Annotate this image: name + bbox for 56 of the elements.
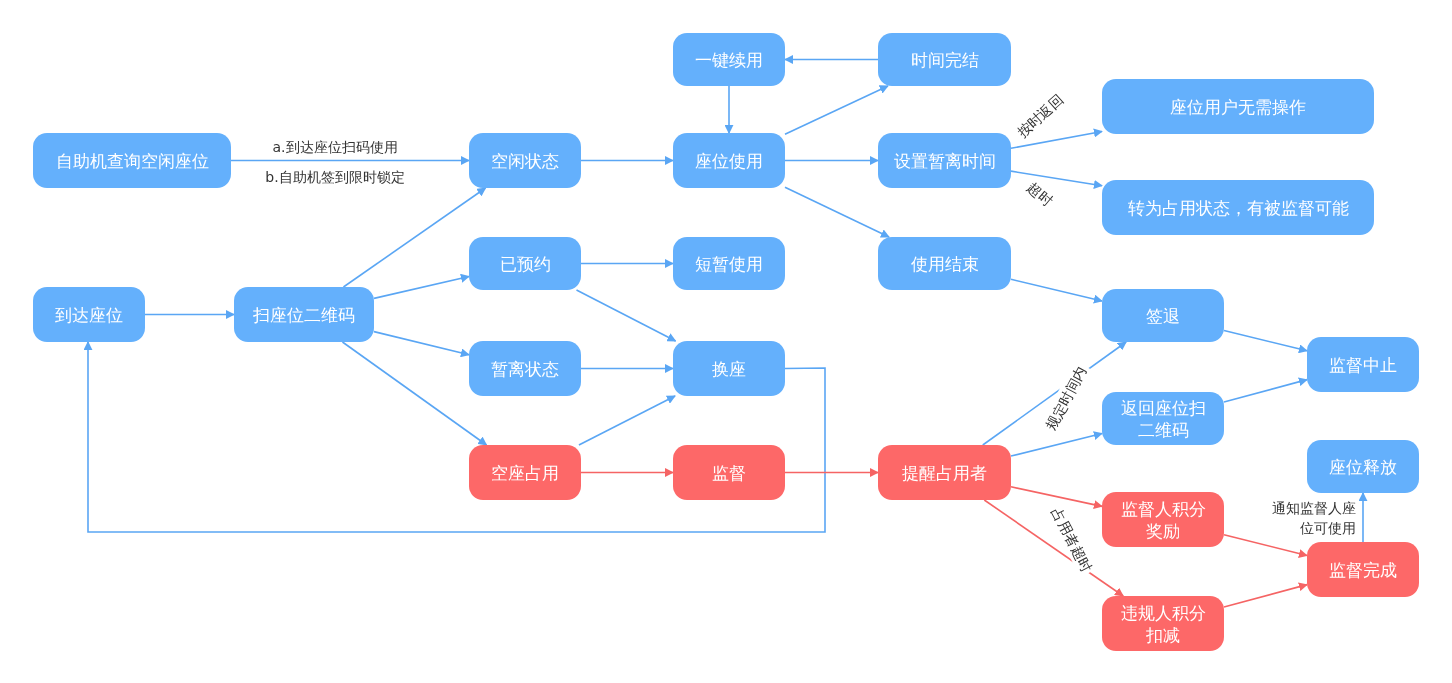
arrow (784, 186, 890, 238)
arrow (784, 55, 879, 64)
arrow (1010, 170, 1103, 189)
arrow (230, 156, 470, 165)
arrow (575, 289, 677, 342)
arrow (578, 395, 676, 446)
arrow (342, 187, 487, 288)
process-box: 短暂使用 (673, 237, 785, 290)
arrow (1010, 128, 1103, 150)
arrow (580, 468, 674, 477)
alert-step-box: 监督 (673, 445, 785, 500)
arrow (1223, 377, 1308, 403)
arrow (580, 259, 674, 268)
arrow (983, 499, 1124, 597)
arrow (784, 85, 889, 136)
process-box: 监督中止 (1307, 337, 1419, 392)
process-box: 空闲状态 (469, 133, 581, 188)
alert-step-box: 违规人积分扣减 (1102, 596, 1224, 651)
arrow (784, 156, 879, 165)
process-box: 使用结束 (878, 237, 1011, 290)
arrow (1223, 582, 1308, 608)
alert-step-box: 监督完成 (1307, 542, 1419, 597)
process-box: 设置暂离时间 (878, 133, 1011, 188)
arrow (580, 156, 674, 165)
process-box: 换座 (673, 341, 785, 396)
alert-step-box: 提醒占用者 (878, 445, 1011, 500)
arrow (144, 310, 235, 319)
arrow (373, 330, 470, 358)
process-box: 返回座位扫二维码 (1102, 392, 1224, 445)
alert-step-box: 监督人积分奖励 (1102, 492, 1224, 547)
arrow (341, 341, 488, 446)
process-box: 扫座位二维码 (234, 287, 374, 342)
arrow (724, 85, 734, 134)
edge-label: a.到达座位扫码使用 (270, 137, 400, 157)
process-box: 自助机查询空闲座位 (33, 133, 231, 188)
arrow (1358, 492, 1368, 543)
alert-step-box: 空座占用 (469, 445, 581, 500)
arrow (580, 364, 674, 373)
arrow (1223, 533, 1308, 558)
process-box: 一键续用 (673, 33, 785, 86)
arrow (373, 273, 470, 300)
arrow (784, 468, 879, 477)
process-box: 座位用户无需操作 (1102, 79, 1374, 134)
arrow (1010, 278, 1103, 304)
process-box: 转为占用状态，有被监督可能 (1102, 180, 1374, 235)
process-box: 座位使用 (673, 133, 785, 188)
process-box: 到达座位 (33, 287, 145, 342)
process-box: 座位释放 (1307, 440, 1419, 493)
process-box: 暂离状态 (469, 341, 581, 396)
arrow (1010, 431, 1103, 457)
arrow (1010, 486, 1103, 510)
arrow (83, 341, 826, 533)
process-box: 已预约 (469, 237, 581, 290)
process-box: 签退 (1102, 289, 1224, 342)
process-box: 时间完结 (878, 33, 1011, 86)
arrow (1223, 329, 1308, 354)
